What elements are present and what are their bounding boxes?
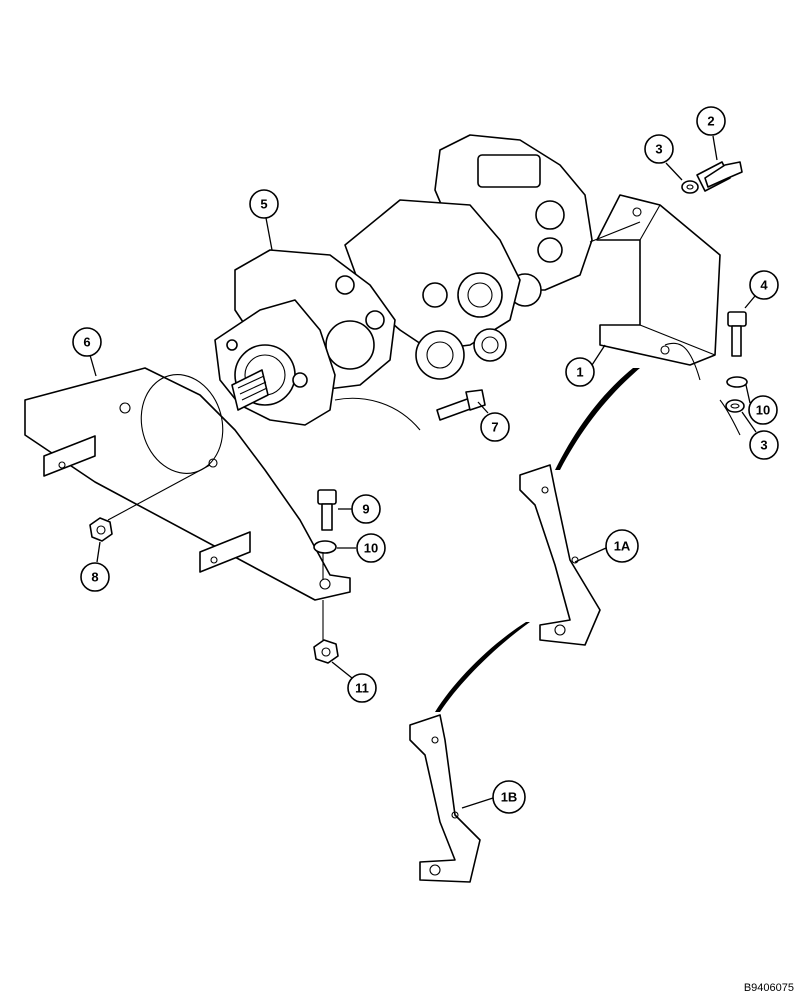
- svg-text:7: 7: [491, 420, 498, 435]
- callout-5: 5: [249, 189, 279, 251]
- svg-text:5: 5: [260, 197, 267, 212]
- callout-7: 7: [477, 401, 510, 442]
- flat-washer: [726, 376, 748, 388]
- hydrostatic-pump-assembly: [214, 134, 593, 431]
- bolt: [727, 311, 747, 357]
- callout-10-right: 10: [745, 384, 778, 425]
- callout-6: 6: [72, 327, 102, 377]
- callout-2: 2: [696, 106, 726, 161]
- svg-text:1A: 1A: [614, 539, 631, 554]
- alternate-bracket-arrow: [435, 622, 530, 712]
- svg-text:10: 10: [364, 541, 378, 556]
- rear-bracket: [589, 194, 741, 436]
- lock-washer: [725, 399, 745, 413]
- callout-1b: 1B: [461, 780, 526, 814]
- bolt: [317, 489, 337, 531]
- hex-nut: [313, 639, 339, 664]
- bolt: [696, 161, 743, 192]
- alternate-bracket-arrow: [555, 368, 640, 470]
- svg-text:8: 8: [91, 570, 98, 585]
- svg-text:2: 2: [707, 114, 714, 129]
- callout-1a: 1A: [574, 529, 639, 563]
- svg-text:3: 3: [760, 438, 767, 453]
- svg-text:1: 1: [576, 365, 583, 380]
- bracket-1b: [409, 714, 481, 883]
- svg-text:6: 6: [83, 335, 90, 350]
- callout-3-upper: 3: [644, 134, 683, 181]
- callout-4: 4: [744, 270, 779, 309]
- callout-11: 11: [331, 661, 377, 703]
- callout-1: 1: [565, 344, 606, 387]
- svg-text:4: 4: [760, 278, 768, 293]
- flat-washer: [313, 540, 337, 554]
- bracket-1a: [519, 464, 601, 646]
- hex-nut: [89, 517, 113, 542]
- svg-text:3: 3: [655, 142, 662, 157]
- svg-text:11: 11: [355, 681, 369, 696]
- drawing-reference-code: B9406075: [743, 982, 794, 994]
- callout-3-lower: 3: [741, 411, 779, 460]
- callout-8: 8: [80, 541, 110, 592]
- lock-washer: [681, 180, 699, 194]
- svg-text:1B: 1B: [501, 790, 518, 805]
- svg-text:9: 9: [362, 502, 369, 517]
- callout-10-left: 10: [337, 533, 386, 563]
- callout-9: 9: [338, 494, 381, 524]
- svg-text:10: 10: [756, 403, 770, 418]
- front-mounting-plate: [24, 367, 351, 640]
- bolt: [436, 389, 486, 421]
